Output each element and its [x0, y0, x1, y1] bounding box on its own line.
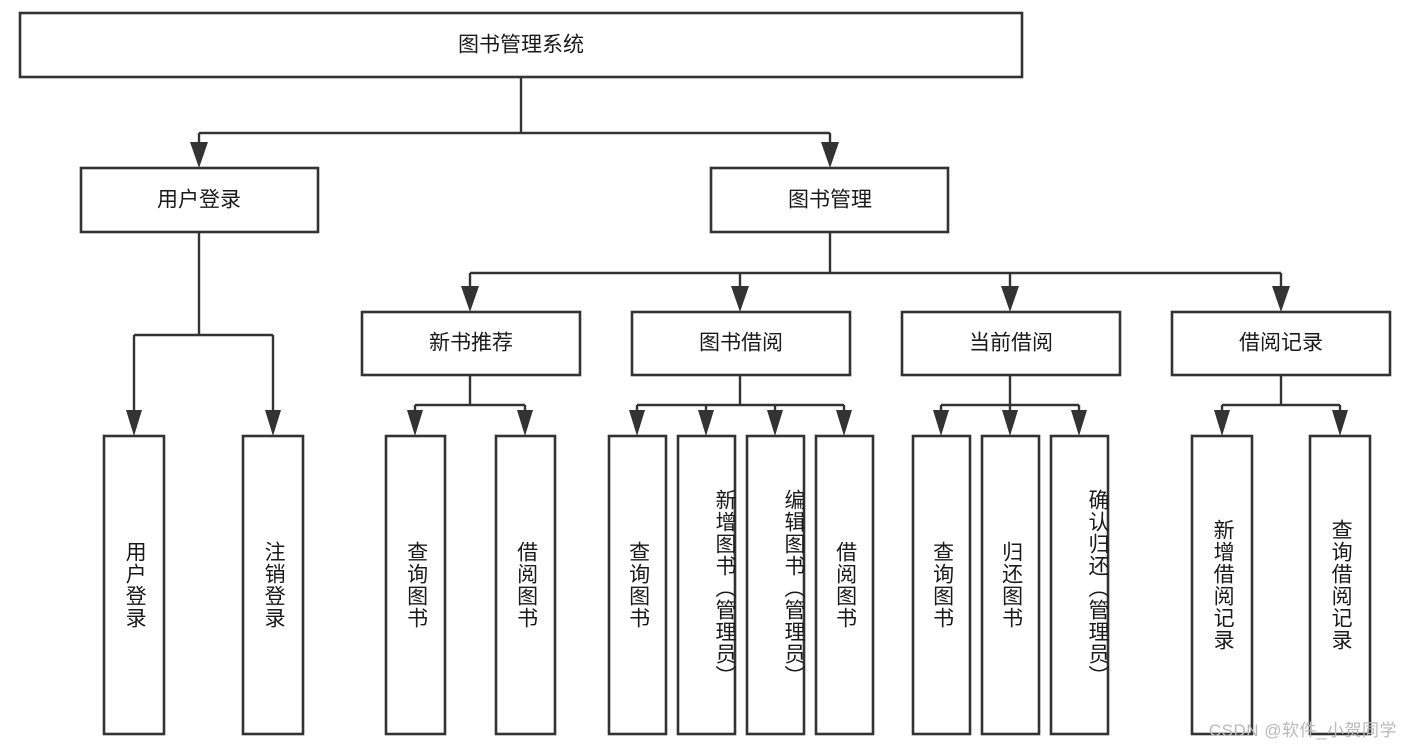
- arrow-head-leaf-query-book-3: [933, 410, 949, 436]
- node-leaf-edit-book-box[interactable]: [745, 434, 806, 736]
- node-current-borrow-label: 当前借阅: [969, 332, 1053, 355]
- node-leaf-borrow-book-2-box[interactable]: [814, 434, 875, 736]
- node-leaf-query-book-1-box[interactable]: [384, 434, 447, 736]
- node-new-book-rec-label: 新书推荐: [429, 332, 513, 355]
- arrow-head-leaf-borrow-book-1: [517, 410, 533, 436]
- arrow-head-leaf-query-book-2: [629, 410, 645, 436]
- connector-group-borrow-record-leaves: [1214, 375, 1348, 436]
- node-book-borrow-box[interactable]: [630, 310, 852, 377]
- connector-group-root: [190, 77, 839, 168]
- node-user-login-label: 用户登录: [157, 189, 241, 212]
- arrow-head-leaf-query-book-1: [407, 410, 423, 436]
- node-borrow-record-label: 借阅记录: [1239, 332, 1323, 355]
- node-current-borrow-box[interactable]: [900, 310, 1122, 377]
- arrow-head-leaf-add-book: [698, 410, 714, 436]
- arrow-head-leaf-add-record: [1214, 410, 1230, 436]
- arrow-head-user-login: [190, 142, 208, 168]
- arrow-head-leaf-borrow-book-2: [836, 410, 852, 436]
- node-borrow-record-box[interactable]: [1170, 310, 1392, 377]
- node-root[interactable]: 图书管理系统: [18, 11, 1024, 79]
- node-leaf-query-book-3-box[interactable]: [911, 434, 972, 736]
- arrow-head-leaf-logout-login: [265, 410, 281, 436]
- node-book-borrow[interactable]: 图书借阅: [630, 310, 852, 377]
- node-book-manage-label: 图书管理: [788, 189, 872, 212]
- arrow-head-leaf-edit-book: [767, 410, 783, 436]
- arrow-head-current-borrow: [1001, 286, 1019, 312]
- node-borrow-record[interactable]: 借阅记录: [1170, 310, 1392, 377]
- node-user-login-box[interactable]: [79, 166, 320, 234]
- node-leaf-query-record-box[interactable]: [1308, 434, 1372, 736]
- arrow-head-book-manage: [821, 142, 839, 168]
- arrow-head-borrow-record: [1272, 286, 1290, 312]
- node-user-login[interactable]: 用户登录: [79, 166, 320, 234]
- node-root-label: 图书管理系统: [458, 34, 584, 57]
- arrow-head-new-book-rec: [461, 286, 479, 312]
- node-leaf-user-login-box[interactable]: [102, 434, 166, 736]
- node-new-book-rec-box[interactable]: [360, 310, 582, 377]
- csdn-watermark: CSDN @软件_小贺同学: [1208, 721, 1397, 740]
- arrow-head-leaf-return-book: [1002, 410, 1018, 436]
- connector-group-new-book-rec-leaves: [407, 375, 533, 436]
- node-leaf-return-book-box[interactable]: [980, 434, 1041, 736]
- node-book-borrow-label: 图书借阅: [699, 332, 783, 355]
- arrow-head-leaf-user-login: [126, 410, 142, 436]
- connector-group-book-borrow-leaves: [629, 375, 852, 436]
- arrow-head-leaf-confirm-return: [1071, 410, 1087, 436]
- node-leaf-borrow-book-1-box[interactable]: [494, 434, 557, 736]
- node-leaf-query-book-2-box[interactable]: [607, 434, 668, 736]
- connector-group-book-manage: [461, 232, 1290, 312]
- node-new-book-rec[interactable]: 新书推荐: [360, 310, 582, 377]
- node-leaf-add-record-box[interactable]: [1190, 434, 1254, 736]
- connector-group-user-login-leaves: [126, 232, 281, 436]
- arrow-head-leaf-query-record: [1332, 410, 1348, 436]
- node-book-manage[interactable]: 图书管理: [709, 166, 950, 234]
- node-leaf-add-book-box[interactable]: [676, 434, 737, 736]
- node-leaf-confirm-return-box[interactable]: [1049, 434, 1110, 736]
- node-current-borrow[interactable]: 当前借阅: [900, 310, 1122, 377]
- node-leaf-logout-login-box[interactable]: [241, 434, 305, 736]
- node-root-box[interactable]: [18, 11, 1024, 79]
- node-book-manage-box[interactable]: [709, 166, 950, 234]
- connector-group-current-borrow-leaves: [933, 375, 1087, 436]
- arrow-head-book-borrow: [731, 286, 749, 312]
